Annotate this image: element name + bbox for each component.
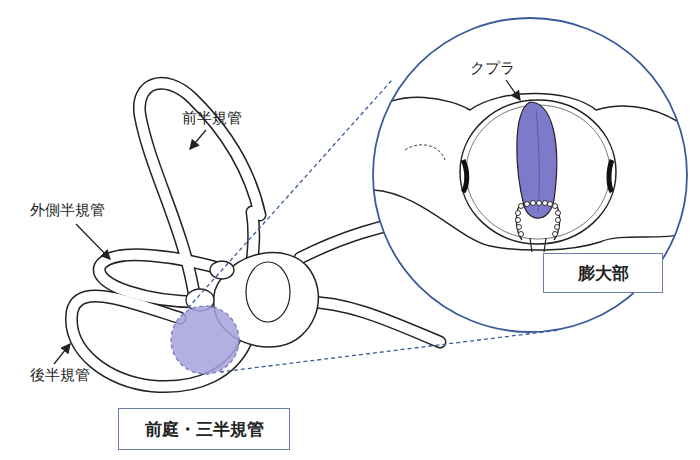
title-box: 膨大部 <box>543 253 663 293</box>
part-label: クプラ <box>470 59 515 77</box>
utricle <box>246 262 290 322</box>
part-label: 後半規管 <box>30 366 90 384</box>
part-label: 外側半規管 <box>30 201 105 219</box>
box-title: 膨大部 <box>578 262 629 285</box>
leader-lines <box>54 80 520 364</box>
title-box: 前庭・三半規管 <box>118 408 290 450</box>
part-label: 前半規管 <box>182 109 242 127</box>
zoom-circle <box>373 18 687 332</box>
highlight-area <box>171 306 239 374</box>
zoom-line <box>220 330 560 372</box>
box-title: 前庭・三半規管 <box>145 418 264 441</box>
ampulla-zoom <box>372 94 690 253</box>
